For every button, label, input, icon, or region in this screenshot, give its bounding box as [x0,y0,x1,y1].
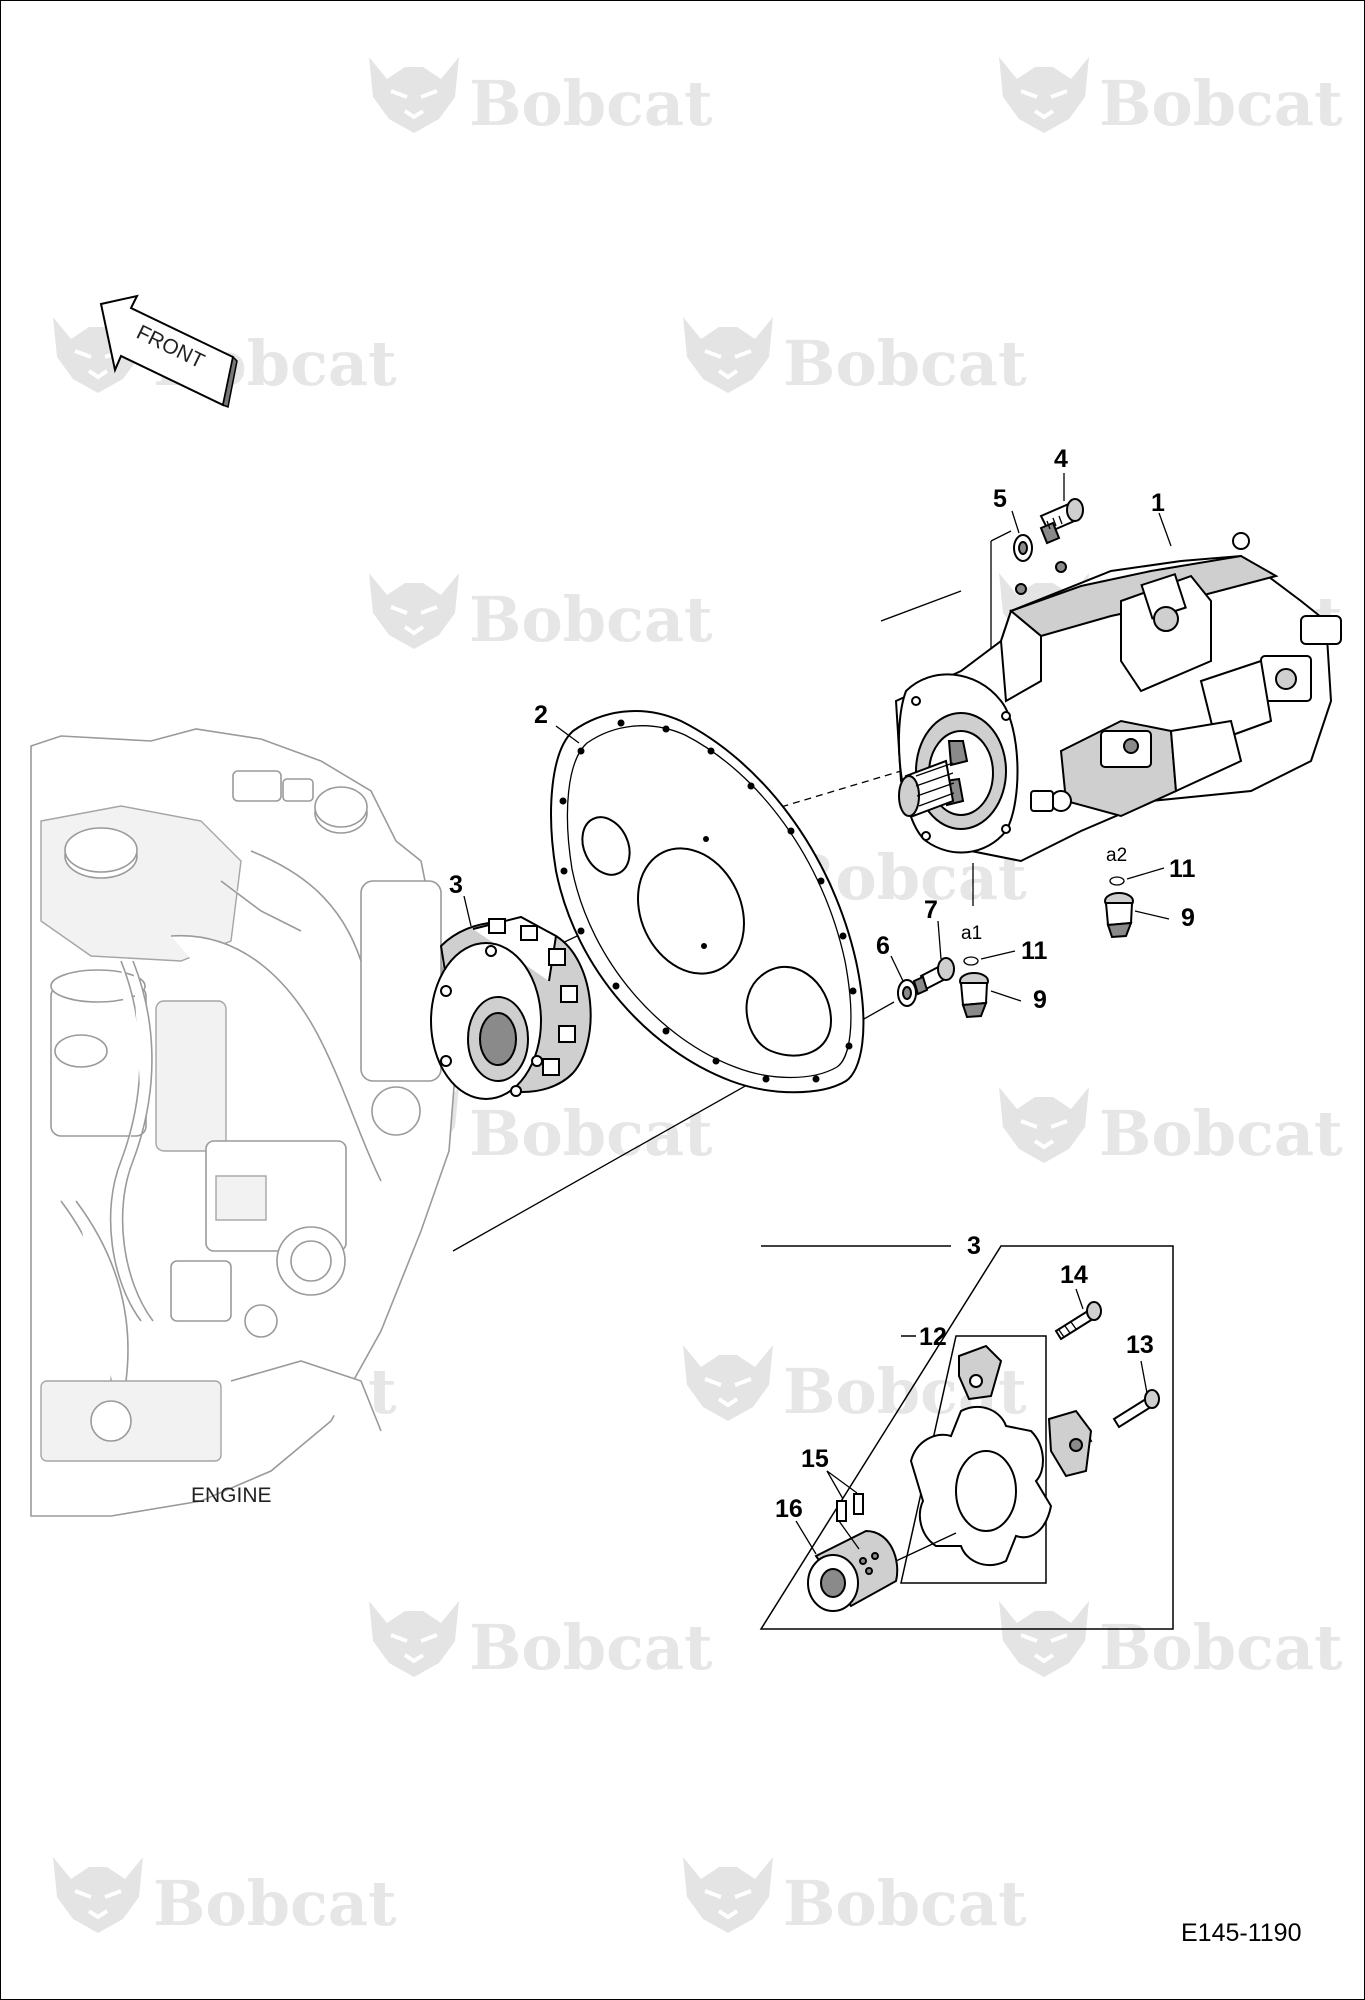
watermark-2: Bobcat [997,55,1343,140]
callout-4: 4 [1054,445,1068,473]
leader-13 [1140,1360,1148,1394]
setscrew-part-15 [836,1493,864,1550]
watermark-1: Bobcat [367,55,713,140]
watermark-text: Bobcat [469,583,713,656]
jaw-segment-top [958,1344,1003,1401]
hub-part-16 [807,1529,899,1612]
bobcat-head-logo-icon [681,315,775,395]
callout-leaders [463,473,1172,1002]
jaw-segment-right [1047,1409,1093,1478]
leader-3 [463,895,472,927]
leader-11b [1126,867,1165,880]
callout-16: 16 [775,1495,803,1523]
oring-part-11a [963,956,979,966]
tag-a1: a1 [961,923,982,944]
watermark-text: Bobcat [469,67,713,140]
watermark-9: Bobcat [367,1085,713,1170]
bobcat-head-logo-icon [367,571,461,651]
bobcat-head-logo-icon [997,1085,1091,1165]
flange-leader [880,590,962,622]
bobcat-head-logo-icon [681,1855,775,1935]
leader-5 [1011,510,1020,534]
leader-15a [826,1470,844,1500]
screw-part-13 [1112,1389,1160,1429]
element-12-frame [900,1335,1047,1584]
callout-1: 1 [1151,489,1165,517]
callout-11b: 11 [1169,855,1196,883]
engine-label: ENGINE [191,1484,272,1507]
watermark-text: Bobcat [153,1867,397,1940]
callout-14: 14 [1060,1261,1088,1289]
leader-7 [937,920,942,960]
leader-15b [826,1470,858,1494]
callout-9a: 9 [1033,986,1047,1014]
callout-6: 6 [876,932,890,960]
flywheel-housing-plate [550,710,865,1094]
leader-2 [555,725,580,744]
watermark-14: Bobcat [997,1599,1343,1684]
fitting-part-9a [959,972,989,1019]
leader-11a [980,950,1016,960]
callout-15: 15 [801,1445,829,1473]
watermark-16: Bobcat [681,1855,1027,1940]
callout-3: 3 [449,871,463,899]
document-id: E145-1190 [1181,1919,1301,1947]
callout-12: 12 [919,1323,947,1351]
tag-5-leader-kink [990,530,1012,542]
fitting-part-9b [1104,892,1134,939]
callout-13: 13 [1126,1331,1154,1359]
hydraulic-pump [894,532,1342,863]
callout-5: 5 [993,485,1007,513]
leader-9a [990,990,1022,1002]
leader-14 [1075,1288,1084,1310]
bolt-part-4 [1039,498,1084,545]
coupling-assembly [430,915,592,1100]
bobcat-head-logo-icon [681,1343,775,1423]
callout-7: 7 [924,896,938,924]
detail-ref-3: 3 [967,1232,981,1260]
watermark-layer: Bobcat Bobcat Bobcat Bobcat Bobcat Bobca… [51,55,1343,1940]
bobcat-head-logo-icon [51,1855,145,1935]
bobcat-head-logo-icon [997,55,1091,135]
leader-16 [795,1520,817,1555]
callout-9b: 9 [1181,904,1195,932]
coupling-lugs [488,918,578,1076]
watermark-text: Bobcat [1099,67,1343,140]
watermark-text: Bobcat [469,1611,713,1684]
tag-a2: a2 [1106,845,1127,866]
watermark-10: Bobcat [997,1085,1343,1170]
watermark-text: Bobcat [1099,1611,1343,1684]
elastomer-element [909,1406,1093,1566]
washer-part-5 [1013,534,1033,562]
coupling-detail-view: 3 12 14 13 [759,1232,1174,1630]
leader-1 [1158,512,1172,547]
callout-11a: 11 [1021,937,1048,965]
bolt-part-7 [912,957,955,996]
leader-6 [890,955,904,982]
watermark-text: Bobcat [469,1097,713,1170]
oring-part-11b [1109,876,1125,886]
screw-part-14 [1054,1301,1102,1341]
bobcat-head-logo-icon [367,1599,461,1679]
detail-axis-line [895,1532,957,1562]
arrow-front-icon [99,294,238,409]
washer-part-6 [897,979,917,1007]
bobcat-head-logo-icon [367,55,461,135]
pump-axis-dashed-line [700,752,962,832]
watermark-4: Bobcat [681,315,1027,400]
watermark-13: Bobcat [367,1599,713,1684]
engine-illustration: ENGINE [30,728,457,1517]
callout-2: 2 [534,701,548,729]
watermark-5: Bobcat [367,571,713,656]
bobcat-head-logo-icon [997,1599,1091,1679]
callout-labels: 1 2 3 4 5 6 7 9 9 11 11 a1 a2 [449,445,1196,1014]
watermark-text: Bobcat [1099,1097,1343,1170]
watermark-text: Bobcat [783,1867,1027,1940]
watermark-15: Bobcat [51,1855,397,1940]
leader-9b [1134,910,1170,920]
watermark-text: Bobcat [783,327,1027,400]
housing-bolt-holes [559,719,857,1083]
